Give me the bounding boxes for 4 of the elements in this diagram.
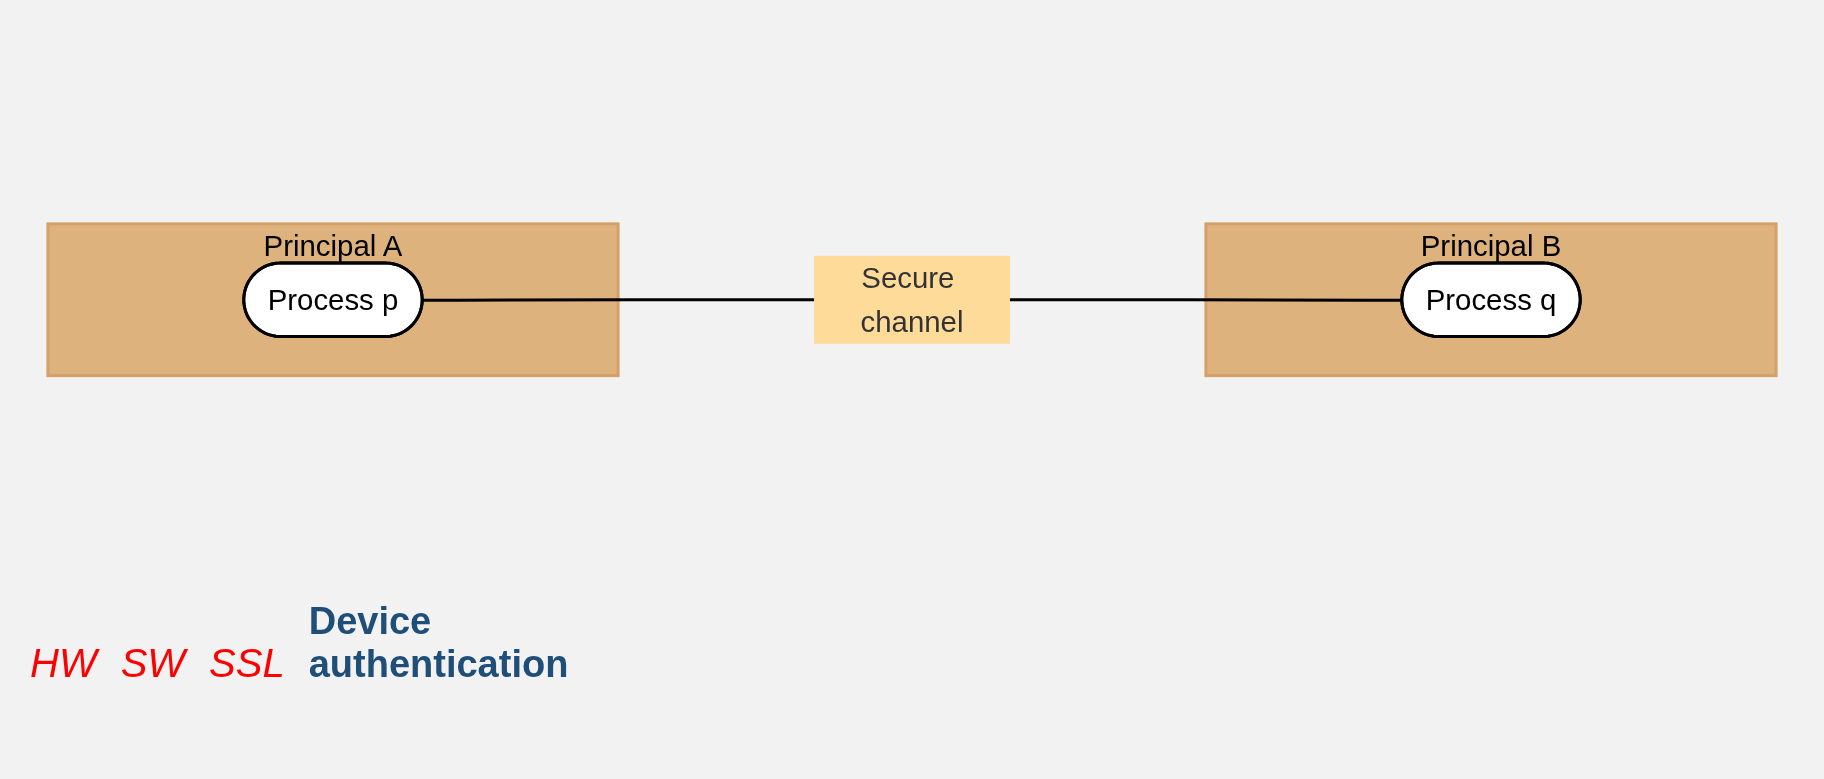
handwritten-note: SW [120,641,186,686]
edge-label: Secure channel [860,261,964,339]
handwritten-note: SSL [209,641,285,686]
slide-caption: Device authentication [308,600,570,686]
